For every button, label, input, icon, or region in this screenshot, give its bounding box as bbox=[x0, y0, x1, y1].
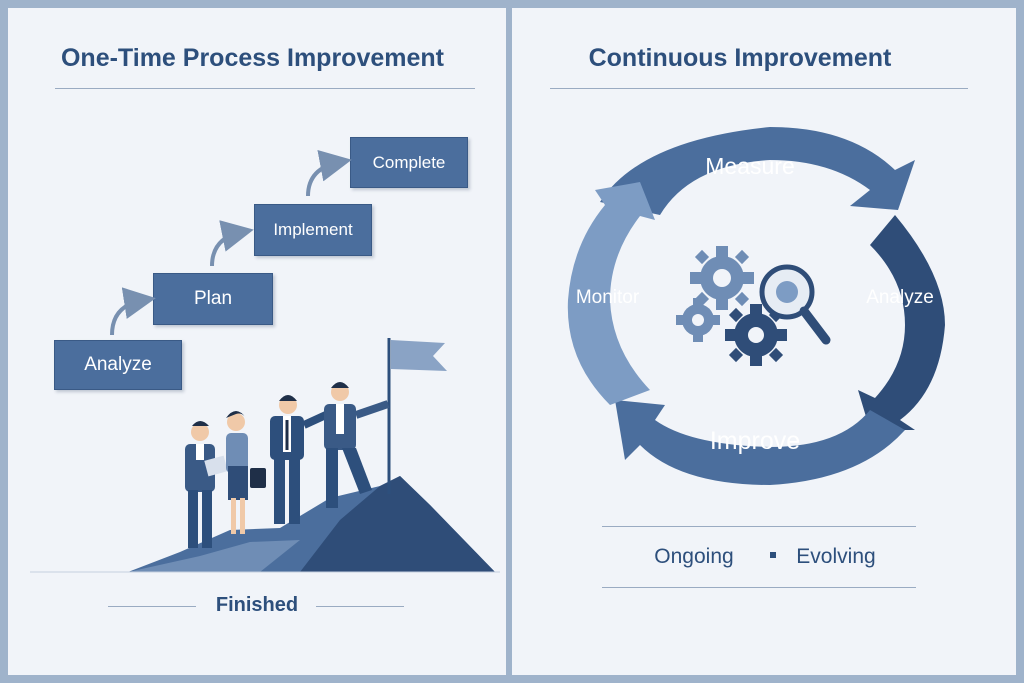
cycle-label-measure: Measure bbox=[705, 153, 795, 179]
continuous-title: Continuous Improvement bbox=[588, 44, 892, 72]
footer-separator bbox=[770, 552, 776, 558]
cycle-label-monitor: Monitor bbox=[575, 287, 640, 308]
panel-divider bbox=[506, 8, 512, 675]
cycle-label-analyze: Analyze bbox=[866, 287, 934, 308]
continuous-footer-rule-bottom bbox=[602, 587, 916, 588]
continuous-footer-rule-top bbox=[602, 526, 916, 527]
finished-label: Finished bbox=[215, 594, 299, 616]
one-time-title: One-Time Process Improvement bbox=[60, 44, 444, 72]
step-implement: Implement bbox=[254, 204, 372, 256]
step-plan: Plan bbox=[153, 273, 273, 325]
finished-rule-right bbox=[316, 606, 404, 607]
evolving-label: Evolving bbox=[796, 545, 876, 568]
step-analyze: Analyze bbox=[54, 340, 182, 390]
continuous-panel bbox=[512, 8, 1016, 675]
finished-rule-left bbox=[108, 606, 196, 607]
ongoing-label: Ongoing bbox=[654, 545, 734, 568]
one-time-title-rule bbox=[55, 88, 475, 89]
continuous-title-rule bbox=[550, 88, 968, 89]
cycle-label-improve: Improve bbox=[709, 427, 801, 455]
step-complete: Complete bbox=[350, 137, 468, 188]
